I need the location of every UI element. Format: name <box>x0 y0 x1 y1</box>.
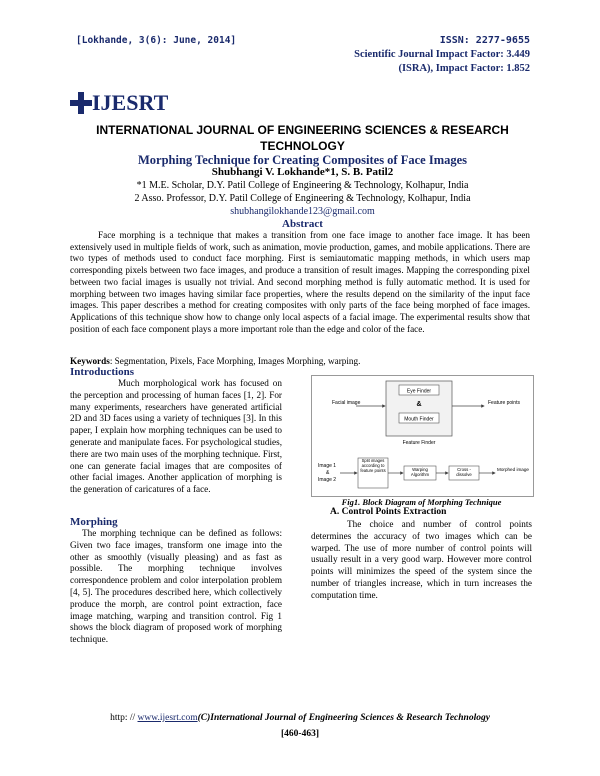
facial-image-label: Facial image <box>332 400 361 406</box>
amp2-label: & <box>326 470 330 476</box>
mouth-finder-box <box>398 412 440 424</box>
block-diagram: Eye Finder & Mouth Finder Feature Finder… <box>318 380 529 489</box>
journal-logo: IJESRT <box>70 90 168 116</box>
split-box <box>357 457 389 489</box>
introduction-heading: Introductions <box>70 366 134 378</box>
page-footer: http: // www.ijesrt.com(C)International … <box>0 713 600 723</box>
header-impact-factor-2: (ISRA), Impact Factor: 1.852 <box>398 63 530 74</box>
keywords-text: : Segmentation, Pixels, Face Morphing, I… <box>109 356 361 366</box>
header-impact-factor-1: Scientific Journal Impact Factor: 3.449 <box>354 49 530 60</box>
header-citation: [Lokhande, 3(6): June, 2014] <box>76 35 237 46</box>
affiliation-1: *1 M.E. Scholar, D.Y. Patil College of E… <box>136 180 469 191</box>
introduction-text: Much morphological work has focused on t… <box>70 378 282 495</box>
figure-caption: Fig1. Block Diagram of Morphing Techniqu… <box>341 497 502 507</box>
cross-dissolve-label: Cross - dissolve <box>456 467 472 477</box>
plus-icon <box>70 92 92 114</box>
abstract-heading: Abstract <box>282 218 323 230</box>
warping-label: Warping Algorithm <box>410 467 430 477</box>
keywords-label: Keywords <box>70 356 110 366</box>
logo-text: IJESRT <box>92 90 169 115</box>
split-label: Split images according to feature points <box>360 459 386 473</box>
feature-finder-box <box>385 380 453 437</box>
control-points-text: The choice and number of control points … <box>311 519 532 600</box>
eye-finder-box <box>398 384 440 396</box>
image2-label: Image 2 <box>318 477 336 483</box>
morphing-text: The morphing technique can be defined as… <box>70 528 282 645</box>
author-email: shubhangilokhande123@gmail.com <box>230 206 375 217</box>
paper-title: Morphing Technique for Creating Composit… <box>137 153 468 167</box>
amp-label: & <box>416 401 421 408</box>
feature-finder-label: Feature Finder <box>403 440 436 446</box>
header-issn: ISSN: 2277-9655 <box>439 35 530 46</box>
block-diagram-figure: Eye Finder & Mouth Finder Feature Finder… <box>311 375 534 497</box>
feature-points-label: Feature points <box>488 400 520 406</box>
journal-name: INTERNATIONAL JOURNAL OF ENGINEERING SCI… <box>96 123 509 153</box>
paper-authors: Shubhangi V. Lokhande*1, S. B. Patil2 <box>211 166 394 178</box>
eye-finder-label: Eye Finder <box>407 389 432 395</box>
footer-prefix: http: // <box>110 713 138 723</box>
morphed-image-label: Morphed image <box>497 467 529 472</box>
page-range: [460-463] <box>281 729 319 739</box>
footer-link[interactable]: www.ijesrt.com <box>137 713 198 723</box>
affiliation-2: 2 Asso. Professor, D.Y. Patil College of… <box>134 193 471 204</box>
image1-label: Image 1 <box>318 463 336 469</box>
mouth-finder-label: Mouth Finder <box>404 417 434 423</box>
keywords-line: Keywords: Segmentation, Pixels, Face Mor… <box>70 356 530 366</box>
abstract-text: Face morphing is a technique that makes … <box>70 230 530 334</box>
control-points-heading: A. Control Points Extraction <box>330 507 447 517</box>
header-issn-block: ISSN: 2277-9655 Scientific Journal Impac… <box>354 34 530 76</box>
footer-journal: (C)International Journal of Engineering … <box>197 713 490 723</box>
morphing-heading: Morphing <box>70 516 118 528</box>
